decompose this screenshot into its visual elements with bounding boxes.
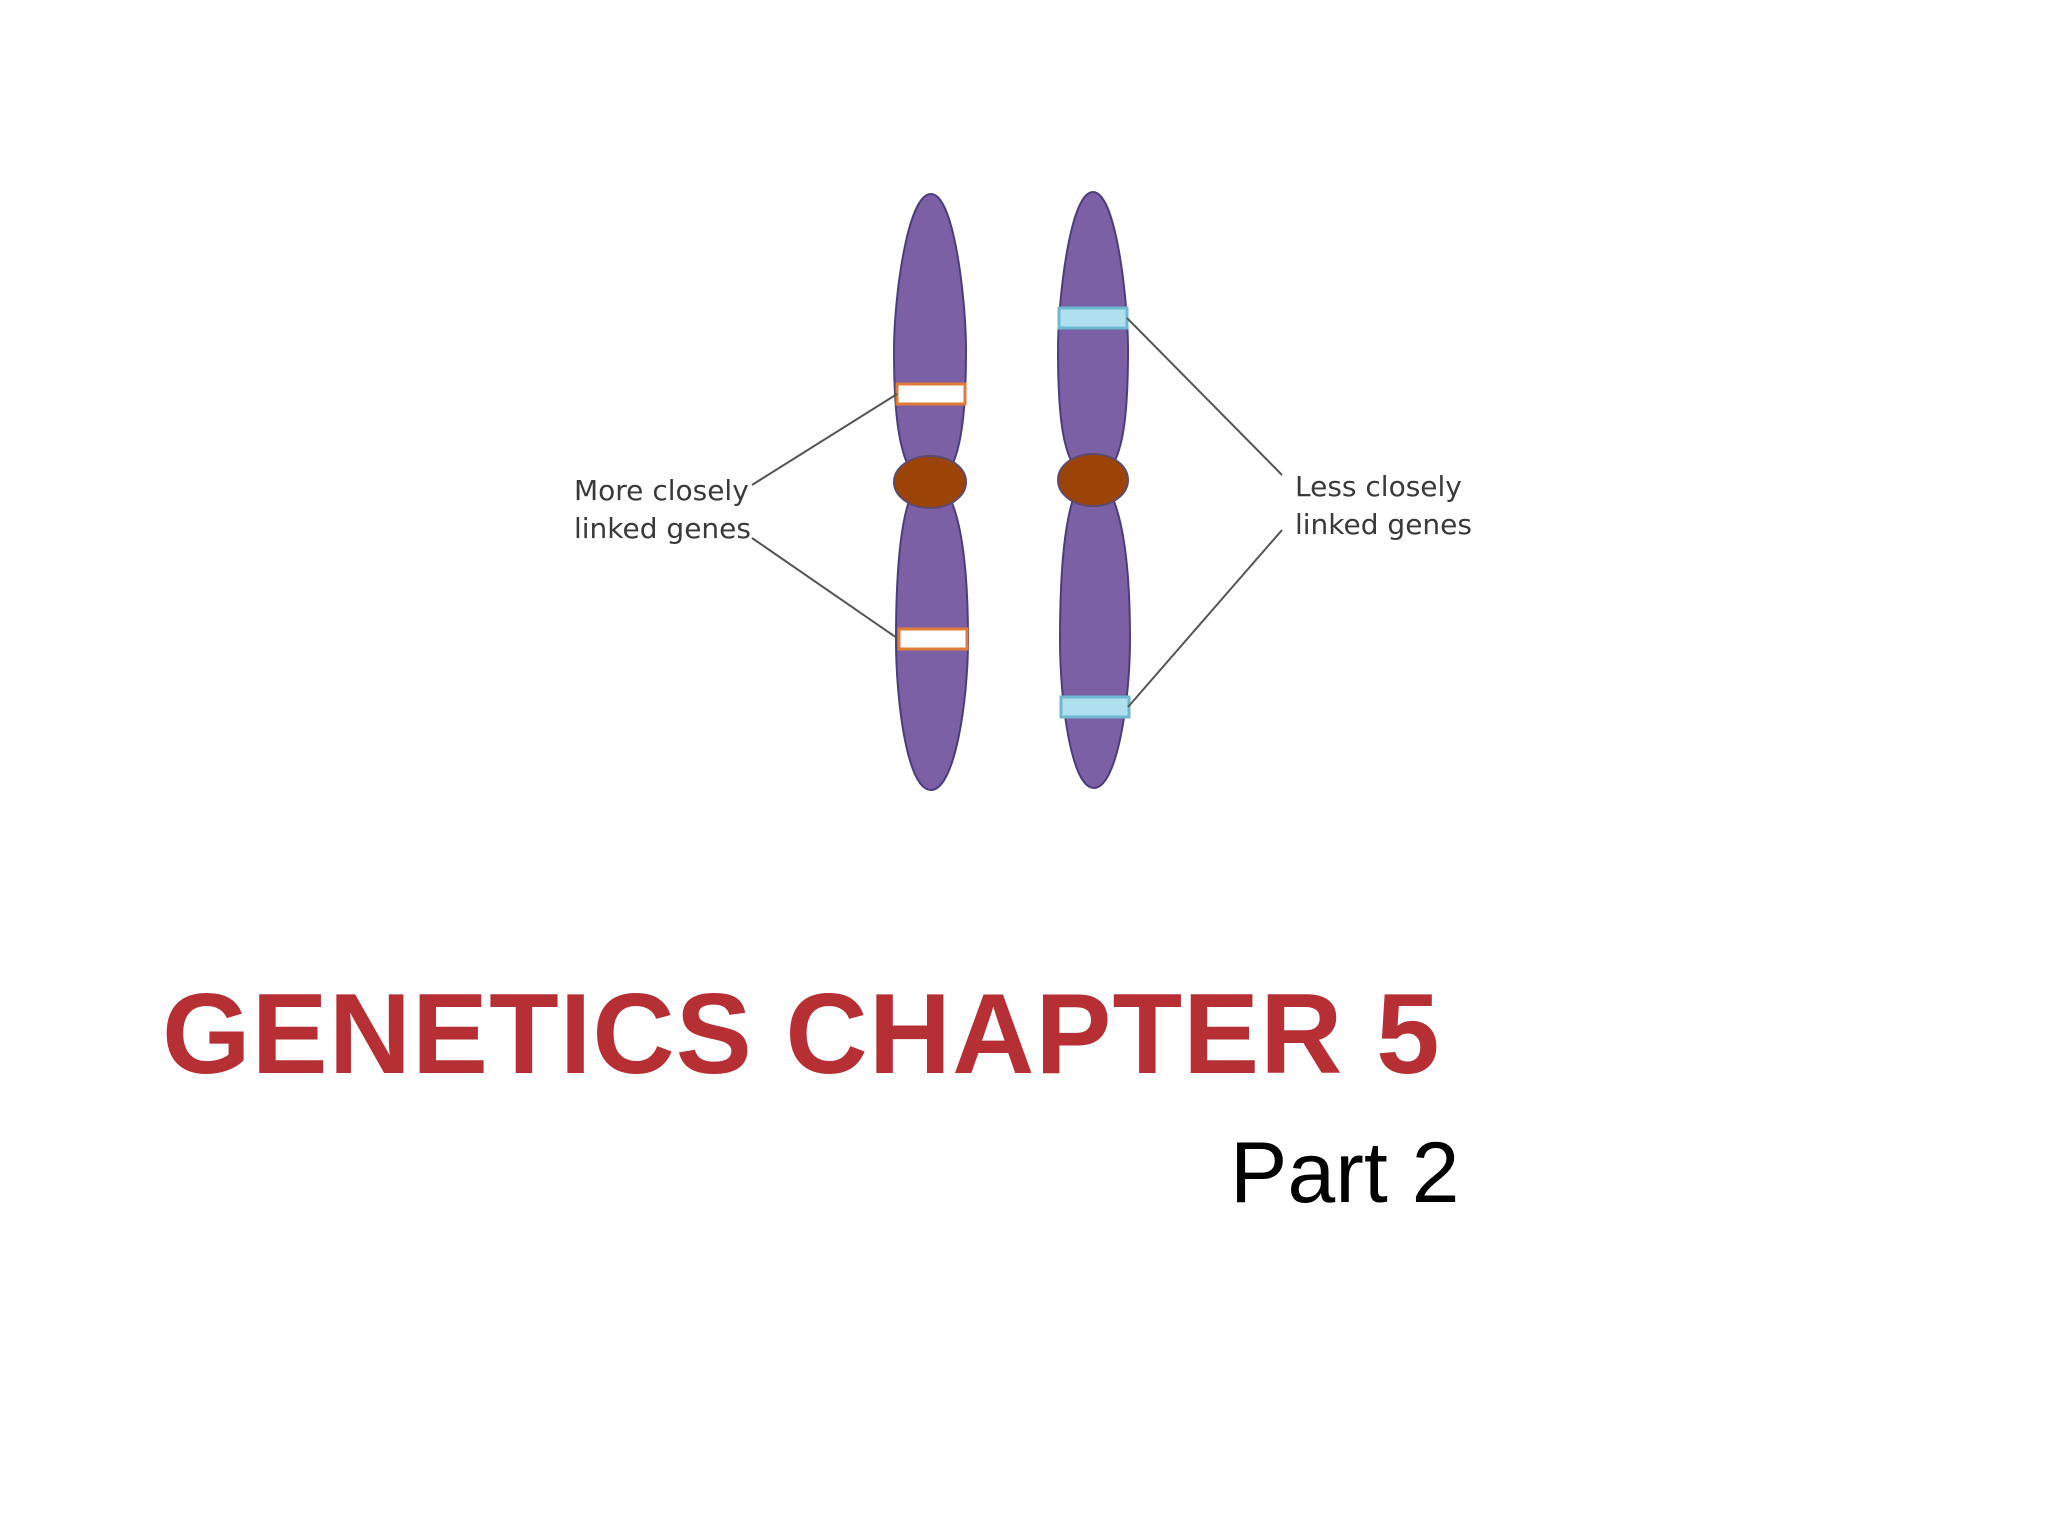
- right-upper-leader-line: [1126, 317, 1283, 476]
- right-label-line-2: linked genes: [1295, 508, 1472, 541]
- left-centromere: [893, 455, 967, 509]
- left-lower-gene-band: [897, 627, 969, 651]
- left-upper-gene-band: [895, 382, 967, 406]
- left-upper-leader-line: [751, 393, 898, 486]
- left-label: More closely linked genes: [574, 474, 758, 545]
- right-chromosome-lower-arm: [1058, 495, 1132, 790]
- left-chromosome-upper-arm: [892, 192, 968, 471]
- right-lower-gene-band: [1059, 695, 1131, 719]
- right-lower-leader-line: [1127, 529, 1283, 708]
- left-lower-leader-line: [751, 537, 898, 639]
- right-upper-gene-band: [1057, 306, 1129, 330]
- right-centromere: [1057, 453, 1129, 507]
- right-label-line-1: Less closely: [1295, 470, 1462, 503]
- right-label: Less closely linked genes: [1295, 470, 1472, 541]
- left-label-line-2: linked genes: [574, 512, 751, 545]
- left-chromosome: [892, 192, 970, 792]
- left-label-line-1: More closely: [574, 474, 749, 507]
- slide-title: GENETICS CHAPTER 5: [162, 971, 1441, 1098]
- leader-lines: [751, 317, 1283, 708]
- right-chromosome: [1056, 190, 1132, 790]
- slide-subtitle: Part 2: [1230, 1125, 1460, 1221]
